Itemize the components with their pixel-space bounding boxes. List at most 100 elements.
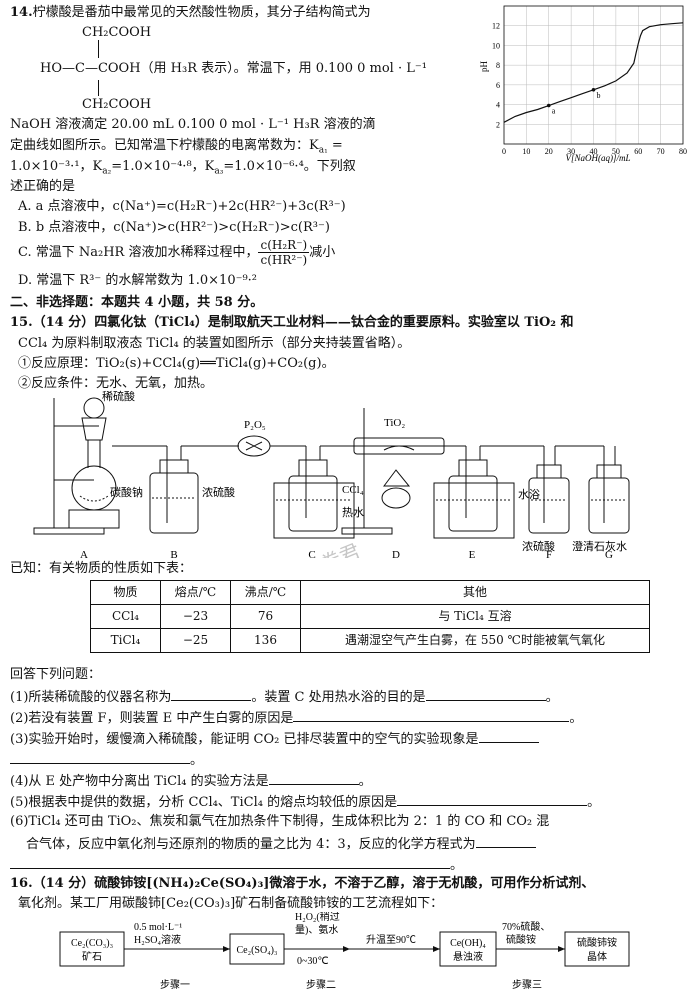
table-cell: CCl₄ <box>90 604 161 629</box>
apparatus-a <box>33 397 154 535</box>
box-hydroxide-line1: Ce(OH)₄ <box>450 938 486 949</box>
x-tick-label: 60 <box>634 147 642 156</box>
y-tick-label: 6 <box>496 81 500 90</box>
q14-text: 柠檬酸是番茄中最常见的天然酸性物质，其分子结构简式为 <box>32 5 371 20</box>
q15-principle: ①反应原理：TiO₂(s)+CCl₄(g)══TiCl₄(g)+CO₂(g)。 <box>18 356 335 371</box>
point-label-a: a <box>552 107 556 116</box>
q15-line2: CCl₄ 为原料制取液态 TiCl₄ 的装置如图所示（部分夹持装置省略）。 <box>18 336 411 351</box>
properties-table: 物质 熔点/℃ 沸点/℃ 其他 CCl₄ −23 76 与 TiCl₄ 互溶 T… <box>90 580 650 653</box>
q15-sub5-text: (5)根据表中提供的数据，分析 CCl₄、TiCl₄ 的熔点均较低的原因是 <box>10 795 398 810</box>
apparatus-label-F: F <box>546 549 552 558</box>
apparatus-label-D: D <box>392 549 400 558</box>
arrow2-reagent-line2: 量)、氨水 <box>295 923 338 936</box>
y-axis-label: pH <box>479 61 489 73</box>
answer-blank-2[interactable] <box>293 706 570 722</box>
label-ccl4: CCl₄ <box>342 484 364 496</box>
y-tick-label: 8 <box>496 61 500 70</box>
ka2: =1.0×10⁻⁴·⁸，K <box>111 159 215 174</box>
table-header: 熔点/℃ <box>160 580 231 605</box>
p2o5-drying-tube <box>237 435 304 457</box>
table-cell: 136 <box>230 628 301 653</box>
box-sulfate-label: Ce₂(SO₄)₃ <box>236 945 277 956</box>
q15-sub6-cont: 。 <box>10 853 463 876</box>
ka3: =1.0×10⁻⁶·⁴。下列叙 <box>223 159 356 174</box>
formula-left: HO <box>40 61 62 76</box>
apparatus-label-E: E <box>469 549 476 558</box>
y-tick-label: 4 <box>496 101 500 110</box>
ka1: 1.0×10⁻³·¹，K <box>10 159 103 174</box>
q14-number: 14. <box>10 5 33 20</box>
plot-frame <box>503 5 684 145</box>
q15-sub1-text-b: 。装置 C 处用热水浴的目的是 <box>251 690 426 705</box>
arrow1-reagent-line2: H₂SO₄溶液 <box>134 933 181 946</box>
table-cell: −25 <box>160 628 231 653</box>
label-hot-water: 热水 <box>342 506 364 519</box>
arrow2-reagent-line1: H₂O₂(稍过 <box>295 912 340 923</box>
q15-sub3-cont: 。 <box>10 748 203 771</box>
apparatus-label-A: A <box>80 549 88 558</box>
formula-top: CH₂COOH <box>82 25 152 40</box>
apparatus-label-G: G <box>605 549 613 558</box>
answer-blank-3a[interactable] <box>478 727 539 743</box>
apparatus-diagram: 稀硫酸 碳酸钠 浓硫酸 P₂O₅ CCl₄ 热水 TiO₂ 水浴 浓硫酸 澄清石… <box>33 389 630 558</box>
answer-blank-1a[interactable] <box>171 685 252 701</box>
q15-sub6b: 合气体，反应中氧化剂与还原剂的物质的量之比为 4：3，反应的化学方程式为 <box>26 832 536 855</box>
fraction-numerator: c(H₂R⁻) <box>258 238 310 253</box>
label-tio2: TiO₂ <box>384 417 405 429</box>
formula-bond-bottom <box>98 80 99 96</box>
formula-bond-top <box>98 40 99 58</box>
q15-sub1: (1)所装稀硫酸的仪器名称为。装置 C 处用热水浴的目的是。 <box>10 685 559 708</box>
q15-answer-intro: 回答下列问题： <box>10 667 102 682</box>
x-tick-label: 0 <box>502 147 506 156</box>
answer-blank-3b[interactable] <box>10 748 190 764</box>
table-cell: TiCl₄ <box>90 628 161 653</box>
box-ore-line2: 矿石 <box>82 950 102 963</box>
q14-line5: 述正确的是 <box>10 179 76 194</box>
x-tick-label: 80 <box>679 147 687 156</box>
table-cell: 遇潮湿空气产生白雾，在 550 ℃时能被氧气氧化 <box>300 628 650 653</box>
q15-sub4-text: (4)从 E 处产物中分离出 TiCl₄ 的实验方法是 <box>10 774 269 789</box>
q14-line4: 1.0×10⁻³·¹，Ka₂=1.0×10⁻⁴·⁸，Ka₃=1.0×10⁻⁶·⁴… <box>10 159 356 177</box>
q15-sub2-text: (2)若没有装置 F，则装置 E 中产生白雾的原因是 <box>10 711 294 726</box>
apparatus-c <box>273 445 454 539</box>
section-2-heading: 二、非选择题：本题共 4 小题，共 58 分。 <box>10 295 264 310</box>
chart-axes <box>503 5 684 145</box>
q14-option-a: A. a 点溶液中，c(Na⁺)=c(H₂R⁻)+2c(HR²⁻)+3c(R³⁻… <box>18 199 346 214</box>
fraction-denominator: c(HR²⁻) <box>260 253 308 267</box>
period: 。 <box>545 690 559 705</box>
arrow2-condition: 0~30℃ <box>297 956 329 967</box>
label-dilute-acid: 稀硫酸 <box>102 389 135 403</box>
q15-sub5: (5)根据表中提供的数据，分析 CCl₄、TiCl₄ 的熔点均较低的原因是。 <box>10 790 600 813</box>
table-header: 其他 <box>300 580 650 605</box>
x-axis-label: V[NaOH(aq)]/mL <box>565 153 630 163</box>
y-tick-label: 12 <box>492 22 500 31</box>
answer-blank-1b[interactable] <box>425 685 546 701</box>
q14-option-c-end: 减小 <box>309 245 336 260</box>
answer-blank-6b[interactable] <box>10 853 450 869</box>
process-flow-diagram: Ce₂(CO₃)₃ 矿石 0.5 mol·L⁻¹ H₂SO₄溶液 Ce₂(SO₄… <box>59 912 630 991</box>
apparatus-label-C: C <box>308 549 315 558</box>
period: 。 <box>358 774 372 789</box>
table-header: 沸点/℃ <box>230 580 301 605</box>
q15-sub2: (2)若没有装置 F，则装置 E 中产生白雾的原因是。 <box>10 706 582 729</box>
formula-center: —C—COOH（用 H₃R 表示）。常温下，用 0.100 0 mol · L⁻… <box>62 61 427 76</box>
step-2-label: 步骤二 <box>306 979 336 991</box>
q15-known: 已知：有关物质的性质如下表： <box>10 561 193 576</box>
x-tick-label: 20 <box>545 147 553 156</box>
table-cell: 与 TiCl₄ 互溶 <box>300 604 650 629</box>
answer-blank-6a[interactable] <box>475 832 536 848</box>
apparatus-f <box>528 445 599 534</box>
step-1-label: 步骤一 <box>160 979 190 991</box>
label-conc-acid-b: 浓硫酸 <box>202 485 235 499</box>
answer-blank-5[interactable] <box>397 790 588 806</box>
table-row: TiCl₄ −25 136 遇潮湿空气产生白雾，在 550 ℃时能被氧气氧化 <box>90 628 650 653</box>
watermark-text: 公众号：高中试卷君 <box>188 540 364 558</box>
box-product-line1: 硫酸铈铵 <box>577 936 617 949</box>
q14-option-c-fraction: c(H₂R⁻)c(HR²⁻) <box>258 238 310 267</box>
answer-blank-4[interactable] <box>268 769 359 785</box>
q15-condition: ②反应条件：无水、无氧，加热。 <box>18 376 214 391</box>
label-water-bath: 水浴 <box>518 488 540 501</box>
